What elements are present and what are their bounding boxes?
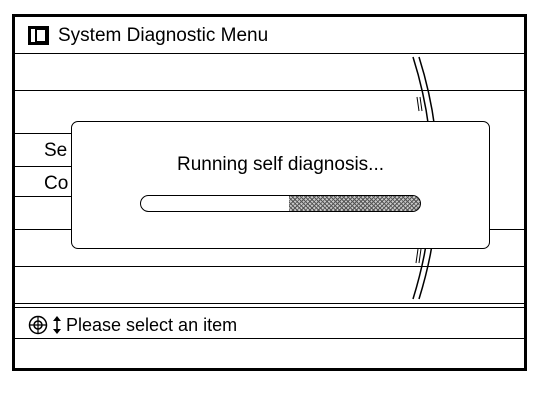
progress-dialog: Running self diagnosis... <box>71 121 490 249</box>
menu-item-label[interactable]: Co <box>44 173 69 194</box>
status-divider <box>15 303 524 304</box>
joystick-icon <box>28 315 48 335</box>
title-divider <box>15 53 524 54</box>
diagnostic-screen: System Diagnostic Menu Se Co Running sel… <box>12 14 527 371</box>
menu-row-divider <box>15 196 85 197</box>
status-text: Please select an item <box>66 315 238 335</box>
progress-bar <box>140 195 421 212</box>
up-down-arrow-icon <box>52 315 62 335</box>
info-icon <box>28 25 49 45</box>
dialog-message: Running self diagnosis... <box>176 154 384 175</box>
menu-row-divider <box>15 266 524 267</box>
page-title: System Diagnostic Menu <box>58 24 269 46</box>
title-bar: System Diagnostic Menu <box>15 17 524 53</box>
menu-item-row[interactable] <box>15 133 85 167</box>
menu-row-divider <box>15 90 524 91</box>
status-bottom-divider <box>15 338 524 339</box>
status-divider <box>15 307 524 308</box>
status-bar: Please select an item <box>15 311 524 339</box>
menu-item-label[interactable]: Se <box>44 140 68 161</box>
progress-fill <box>288 196 420 211</box>
